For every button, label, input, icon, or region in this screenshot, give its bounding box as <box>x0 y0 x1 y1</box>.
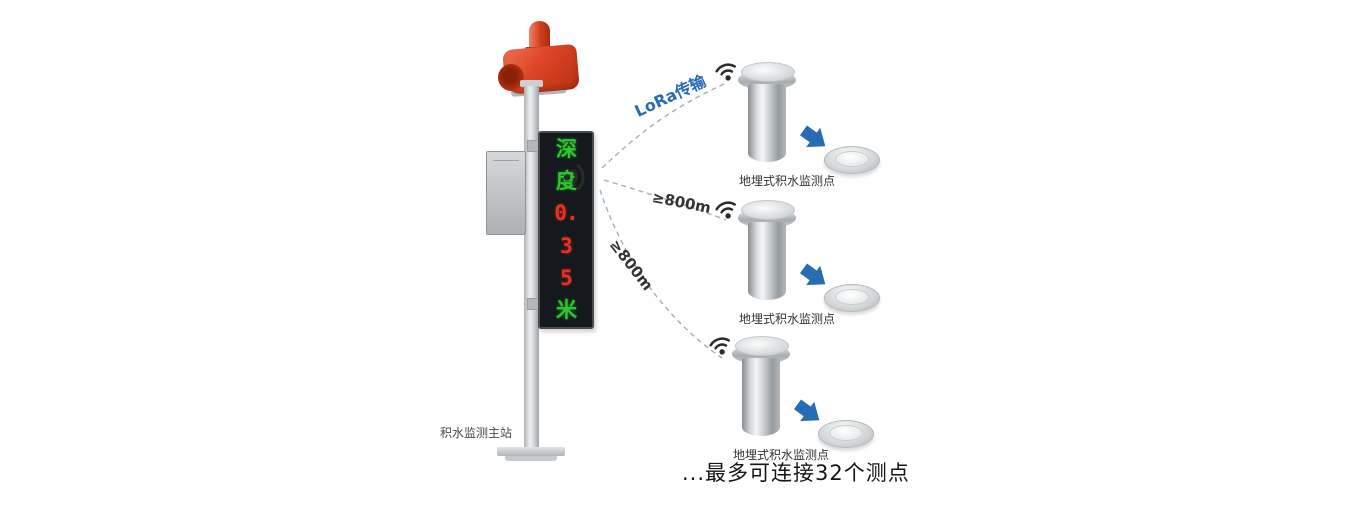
surface-sensor-disc <box>824 146 880 180</box>
buried-sensor-cylinder <box>738 62 796 166</box>
led-display: 深 度 0. 3 5 米 <box>538 131 594 329</box>
disc-inner <box>829 425 863 441</box>
surface-sensor-disc <box>824 284 880 318</box>
arrow-icon <box>792 398 826 434</box>
led-row: 度 <box>556 168 577 193</box>
wifi-icon <box>703 327 737 361</box>
led-row: 5 <box>560 265 573 290</box>
sensor-lid <box>741 200 795 220</box>
link-curve-top <box>601 83 725 169</box>
sensor-label: 地埋式积水监测点 <box>738 312 835 326</box>
sensor-group: 地埋式积水监测点 <box>712 194 888 334</box>
led-row: 米 <box>556 298 577 323</box>
sensor-group: 地埋式积水监测点 <box>706 330 882 470</box>
alarm-beacon-light <box>529 21 550 51</box>
wifi-icon <box>559 159 594 194</box>
led-row: 深 <box>556 136 577 161</box>
pole <box>524 86 539 452</box>
sensor-label: 地埋式积水监测点 <box>738 174 835 188</box>
led-row: 3 <box>560 233 573 258</box>
pole-cap <box>520 80 543 87</box>
buried-sensor-cylinder <box>738 200 796 304</box>
sensor-body <box>742 358 780 436</box>
sensor-group: 地埋式积水监测点 <box>712 56 888 196</box>
arrow-icon <box>798 262 832 298</box>
sensor-lid <box>735 336 789 356</box>
control-box <box>486 151 526 235</box>
sensor-body <box>748 84 786 162</box>
pole-base-plate <box>497 447 565 456</box>
disc-inner <box>835 151 869 167</box>
sensor-body <box>748 222 786 300</box>
arrow-icon <box>798 124 832 160</box>
wifi-icon <box>709 191 743 225</box>
link-curve-middle <box>603 179 727 221</box>
surface-sensor-disc <box>818 420 874 454</box>
disc-inner <box>835 289 869 305</box>
sensor-label: 地埋式积水监测点 <box>732 448 829 462</box>
sensor-lid <box>741 62 795 82</box>
alarm-siren-horn-opening <box>498 64 524 91</box>
led-row: 0. <box>554 201 578 226</box>
buried-sensor-cylinder <box>732 336 790 440</box>
main-station-label: 积水监测主站 <box>440 426 513 440</box>
footer-note: ...最多可连接32个测点 <box>682 461 910 485</box>
wifi-icon <box>709 53 743 87</box>
link-curve-bottom <box>599 189 723 359</box>
pole-base-foot <box>505 456 557 461</box>
